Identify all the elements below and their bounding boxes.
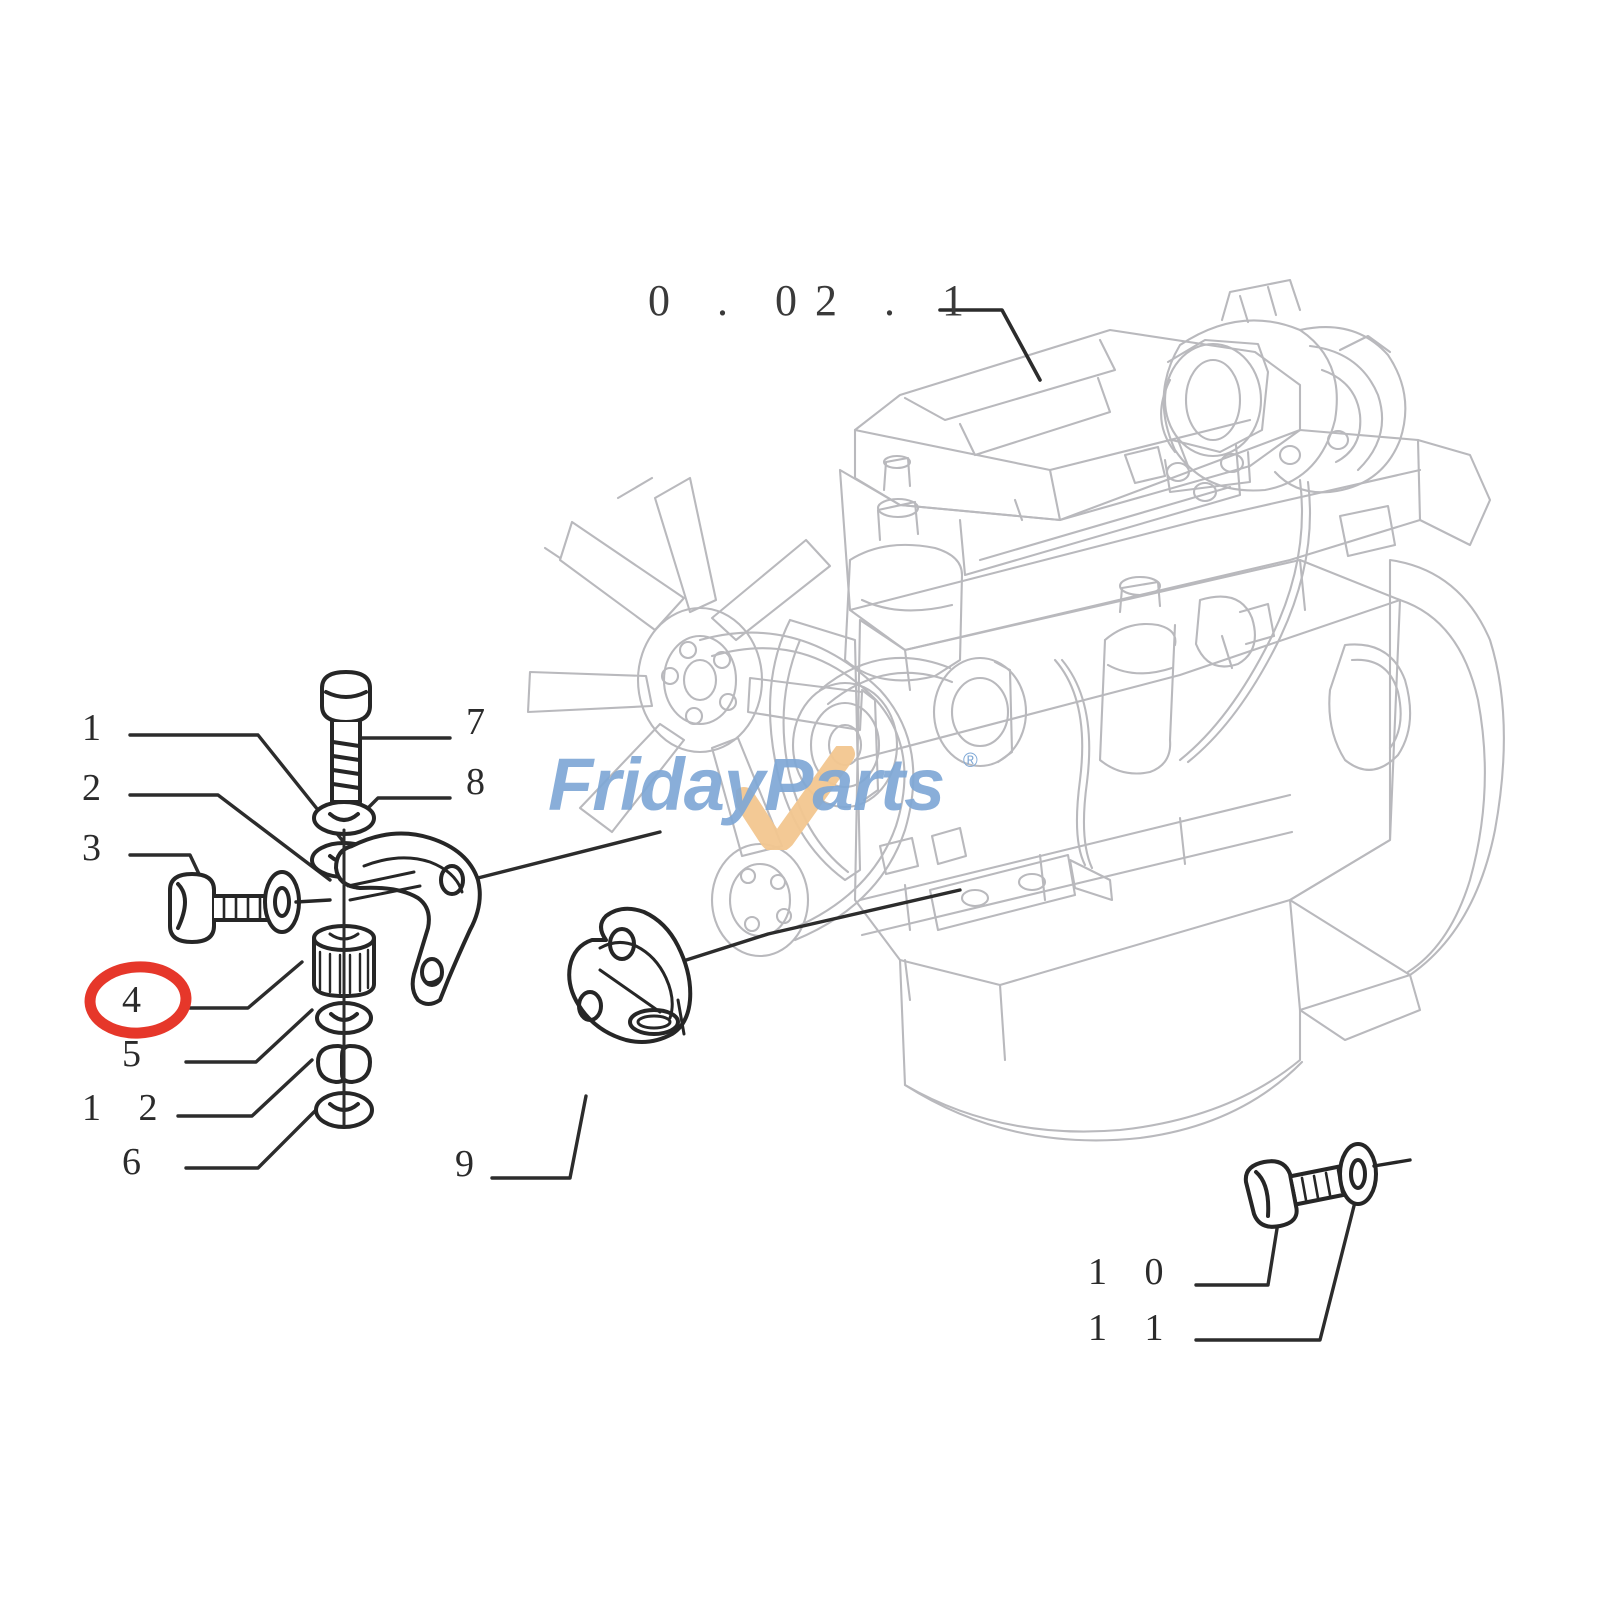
fridayparts-watermark: FridayParts ® (548, 742, 998, 852)
callout-label-3: 3 (82, 827, 115, 869)
callout-label-1: 1 (82, 707, 115, 749)
callout-label-4: 4 (122, 979, 155, 1021)
watermark-registered-mark: ® (963, 750, 978, 772)
callout-label-10: 1 0 (1088, 1251, 1178, 1293)
part-10-bolt (1243, 1159, 1350, 1229)
highlight-ellipse-part-4 (84, 961, 192, 1039)
callout-label-8: 8 (466, 761, 499, 803)
part-3-bolt (168, 870, 332, 944)
callout-label-6: 6 (122, 1141, 155, 1183)
part-12-lock-washer (316, 1044, 372, 1084)
part-7-bolt (320, 670, 372, 832)
diagram-reference-number: 0 . 02 . 1 (648, 276, 982, 325)
part-11-washer (1338, 1142, 1412, 1206)
callout-label-12: 1 2 (82, 1087, 172, 1129)
callout-label-9: 9 (455, 1143, 488, 1185)
watermark-text: FridayParts (548, 743, 945, 826)
callout-label-2: 2 (82, 767, 115, 809)
callout-label-11: 1 1 (1088, 1307, 1178, 1349)
part-2-support-arm (334, 831, 482, 1006)
part-9-engine-mount-bracket (567, 906, 693, 1044)
callout-label-5: 5 (122, 1033, 155, 1075)
check-swoosh-icon (736, 746, 855, 850)
callout-label-7: 7 (466, 701, 499, 743)
